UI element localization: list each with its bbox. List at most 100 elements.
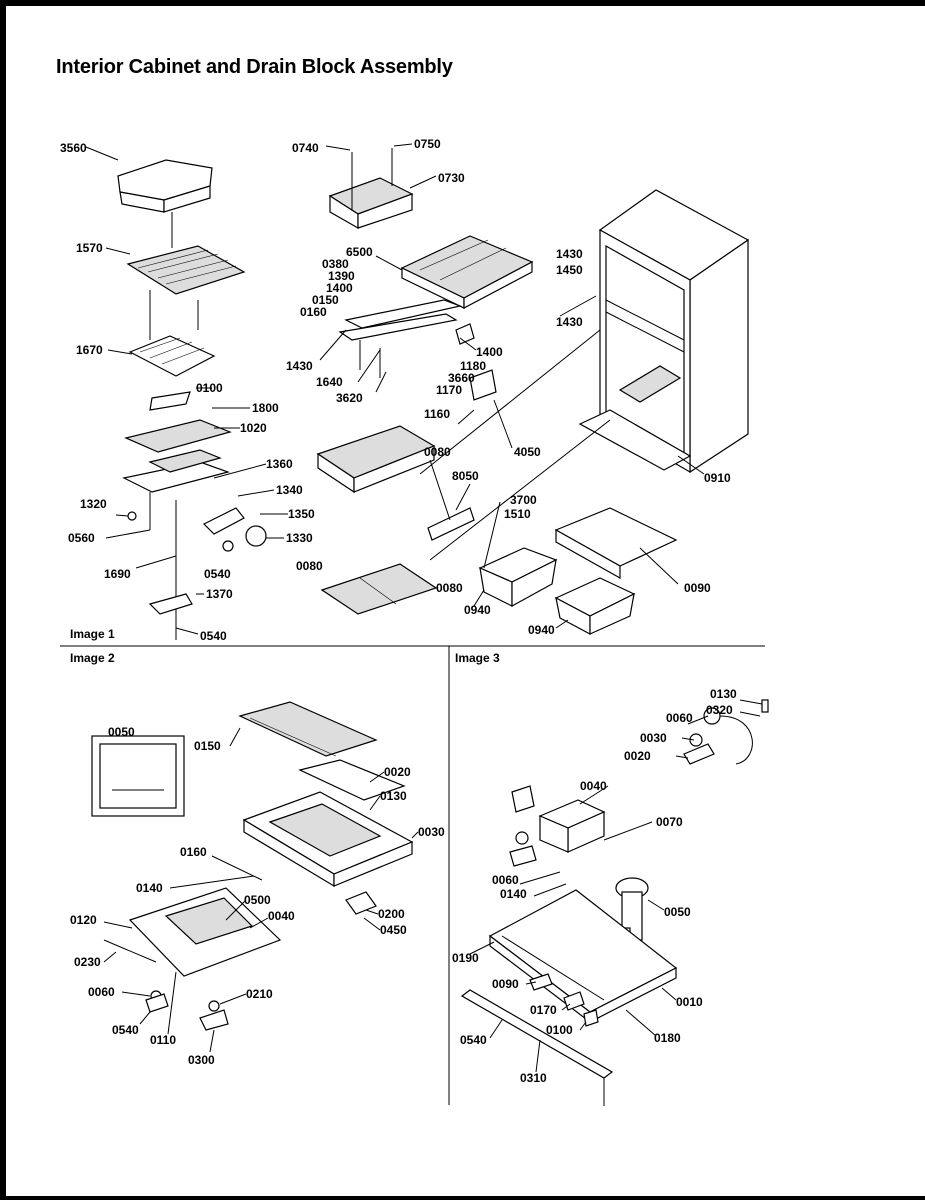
callout-label: 0230 bbox=[74, 955, 101, 969]
callout-label: 3700 bbox=[510, 493, 537, 507]
callout-label: 1400 bbox=[476, 345, 503, 359]
callout-label: 0080 bbox=[424, 445, 451, 459]
callout-label: 0910 bbox=[704, 471, 731, 485]
callout-label: 0940 bbox=[464, 603, 491, 617]
image2-leader-lines bbox=[103, 727, 419, 1053]
callout-label: 0100 bbox=[546, 1023, 573, 1037]
shelf-rail-assembly-part bbox=[338, 299, 497, 401]
callout-label: 0090 bbox=[492, 977, 519, 991]
evaporator-cover-part bbox=[238, 701, 406, 801]
callout-label: 0190 bbox=[452, 951, 479, 965]
callout-label: 0130 bbox=[380, 789, 407, 803]
page-border-left bbox=[0, 0, 6, 1200]
callout-label: 0540 bbox=[460, 1033, 487, 1047]
callout-label: 1390 bbox=[328, 269, 355, 283]
callout-label: 0040 bbox=[580, 779, 607, 793]
callout-label: 1800 bbox=[252, 401, 279, 415]
callout-label: 0150 bbox=[312, 293, 339, 307]
callout-label: 1430 bbox=[286, 359, 313, 373]
image1-leader-lines bbox=[85, 143, 705, 635]
callout-label: 0500 bbox=[244, 893, 271, 907]
refrigerator-cabinet-part bbox=[578, 189, 750, 474]
callout-label: 0750 bbox=[414, 137, 441, 151]
callout-label: 0540 bbox=[112, 1023, 139, 1037]
section-label-image-3: Image 3 bbox=[455, 651, 500, 665]
callout-label: 1360 bbox=[266, 457, 293, 471]
callout-label: 0120 bbox=[70, 913, 97, 927]
drain-block-inset-part bbox=[91, 735, 185, 817]
callout-label: 0100 bbox=[196, 381, 223, 395]
page-border-bottom bbox=[0, 1196, 925, 1200]
callout-label: 0020 bbox=[624, 749, 651, 763]
callout-label: 1430 bbox=[556, 315, 583, 329]
callout-label: 0540 bbox=[204, 567, 231, 581]
callout-label: 0060 bbox=[666, 711, 693, 725]
callout-label: 3620 bbox=[336, 391, 363, 405]
callout-label: 0310 bbox=[520, 1071, 547, 1085]
callout-label: 0730 bbox=[438, 171, 465, 185]
crisper-bin-right-part bbox=[554, 577, 636, 635]
shelf-frame-part bbox=[128, 335, 216, 377]
callout-label: 4050 bbox=[514, 445, 541, 459]
callout-label: 0200 bbox=[378, 907, 405, 921]
callout-label: 3560 bbox=[60, 141, 87, 155]
drain-block-base-part bbox=[488, 889, 678, 1027]
callout-label: 1640 bbox=[316, 375, 343, 389]
callout-label: 0050 bbox=[664, 905, 691, 919]
callout-label: 0060 bbox=[88, 985, 115, 999]
callout-label: 0940 bbox=[528, 623, 555, 637]
callout-label: 1670 bbox=[76, 343, 103, 357]
callout-label: 1350 bbox=[288, 507, 315, 521]
section-label-image-1: Image 1 bbox=[70, 627, 115, 641]
callout-label: 0160 bbox=[300, 305, 327, 319]
callout-label: 1330 bbox=[286, 531, 313, 545]
callout-label: 0740 bbox=[292, 141, 319, 155]
crisper-drawer-part bbox=[117, 159, 213, 248]
callout-label: 0060 bbox=[492, 873, 519, 887]
crisper-cover-part bbox=[328, 148, 414, 230]
callout-label: 0030 bbox=[640, 731, 667, 745]
image3-leader-lines bbox=[469, 699, 763, 1073]
front-trim-rail-part bbox=[460, 989, 614, 1106]
callout-label: 0380 bbox=[322, 257, 349, 271]
callout-label: 0140 bbox=[500, 887, 527, 901]
callout-label: 1020 bbox=[240, 421, 267, 435]
page-border-top bbox=[0, 0, 925, 6]
callout-label: 0050 bbox=[108, 725, 135, 739]
callout-label: 0450 bbox=[380, 923, 407, 937]
callout-label: 0010 bbox=[676, 995, 703, 1009]
callout-label: 0170 bbox=[530, 1003, 557, 1017]
callout-label: 6500 bbox=[346, 245, 373, 259]
callout-label: 1400 bbox=[326, 281, 353, 295]
callout-label: 1430 bbox=[556, 247, 583, 261]
bin-cover-frame-part bbox=[554, 507, 678, 580]
callout-label: 0150 bbox=[194, 739, 221, 753]
control-housing-part bbox=[122, 391, 267, 640]
callout-label: 1340 bbox=[276, 483, 303, 497]
callout-label: 1450 bbox=[556, 263, 583, 277]
callout-label: 0160 bbox=[180, 845, 207, 859]
callout-label: 0080 bbox=[436, 581, 463, 595]
callout-label: 0020 bbox=[384, 765, 411, 779]
callout-label: 1320 bbox=[80, 497, 107, 511]
crisper-bin-left-part bbox=[478, 547, 558, 608]
callout-label: 0080 bbox=[296, 559, 323, 573]
glass-shelf-lower-part bbox=[320, 563, 438, 615]
callout-label: 1510 bbox=[504, 507, 531, 521]
callout-label: 0040 bbox=[268, 909, 295, 923]
callout-label: 1160 bbox=[424, 407, 450, 421]
wire-shelf-part bbox=[126, 245, 246, 340]
callout-label: 1370 bbox=[206, 587, 233, 601]
callout-label: 0110 bbox=[150, 1033, 176, 1047]
control-box-part bbox=[509, 785, 606, 867]
section-label-image-2: Image 2 bbox=[70, 651, 115, 665]
glass-shelf-mid-part bbox=[316, 425, 475, 541]
callout-label: 0540 bbox=[200, 629, 227, 643]
callout-label: 0300 bbox=[188, 1053, 215, 1067]
callout-label: 0180 bbox=[654, 1031, 681, 1045]
callout-label: 0130 bbox=[710, 687, 737, 701]
callout-label: 0320 bbox=[706, 703, 733, 717]
callout-label: 1570 bbox=[76, 241, 103, 255]
